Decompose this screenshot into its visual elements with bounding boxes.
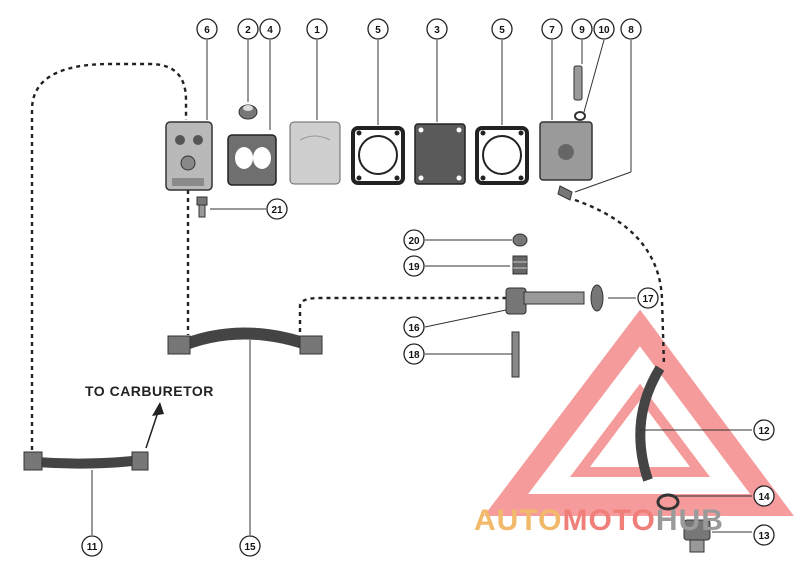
callout-16: 16	[403, 316, 425, 338]
check-valve-part-2	[238, 104, 258, 120]
svg-text:15: 15	[244, 542, 256, 553]
svg-text:5: 5	[375, 25, 381, 36]
svg-text:20: 20	[408, 236, 420, 247]
callout-7: 7	[541, 18, 563, 40]
svg-text:3: 3	[434, 25, 440, 36]
svg-text:9: 9	[579, 25, 585, 36]
callout-21: 21	[266, 198, 288, 220]
watermark-text: AUTOMOTOHUB	[474, 504, 724, 537]
callout-3: 3	[426, 18, 448, 40]
svg-text:19: 19	[408, 262, 420, 273]
fitting-part-8	[557, 185, 573, 201]
lever-part-16	[505, 287, 585, 315]
callout-4: 4	[259, 18, 281, 40]
svg-text:4: 4	[267, 25, 273, 36]
svg-text:2: 2	[245, 25, 251, 36]
svg-text:7: 7	[549, 25, 555, 36]
fitting-part-13	[683, 519, 711, 553]
callout-12: 12	[753, 419, 775, 441]
callout-11: 11	[81, 535, 103, 557]
callout-17: 17	[637, 287, 659, 309]
to-carburetor-caption: TO CARBURETOR	[85, 383, 214, 399]
gasket-part-4	[227, 134, 277, 186]
callout-10: 10	[593, 18, 615, 40]
pin-part-9	[573, 65, 583, 101]
callout-13: 13	[753, 524, 775, 546]
svg-text:6: 6	[204, 25, 210, 36]
svg-text:12: 12	[758, 426, 770, 437]
watermark-logo	[483, 309, 794, 516]
callout-20: 20	[403, 229, 425, 251]
callout-8: 8	[620, 18, 642, 40]
leader-lines	[91, 39, 752, 535]
diaphragm-gasket-part-5-left	[351, 126, 405, 185]
spring-part-19	[512, 255, 528, 275]
seal-part-17	[590, 284, 604, 312]
diaphragm-gasket-part-5-right	[475, 126, 529, 185]
svg-text:17: 17	[642, 294, 654, 305]
hose-routes	[30, 62, 666, 458]
svg-text:8: 8	[628, 25, 634, 36]
svg-text:14: 14	[758, 492, 770, 503]
svg-text:13: 13	[758, 531, 770, 542]
plate-part-1	[289, 121, 341, 185]
hose-part-15	[167, 327, 323, 355]
diaphragm-part-3	[414, 123, 466, 185]
svg-text:1: 1	[314, 25, 320, 36]
callout-19: 19	[403, 255, 425, 277]
carburetor-arrow	[145, 402, 164, 449]
svg-text:16: 16	[408, 323, 420, 334]
callout-9: 9	[571, 18, 593, 40]
callout-6: 6	[196, 18, 218, 40]
hose-part-11	[23, 451, 149, 471]
svg-text:18: 18	[408, 350, 420, 361]
svg-text:11: 11	[87, 542, 98, 553]
callout-2: 2	[237, 18, 259, 40]
callout-18: 18	[403, 343, 425, 365]
callout-5-right: 5	[491, 18, 513, 40]
svg-text:5: 5	[499, 25, 505, 36]
callout-1: 1	[306, 18, 328, 40]
callout-14: 14	[753, 485, 775, 507]
callout-15: 15	[239, 535, 261, 557]
svg-text:21: 21	[271, 205, 283, 216]
nut-part-20	[512, 233, 528, 247]
bolt-part-18	[511, 331, 520, 378]
washer-part-10	[574, 111, 586, 121]
hose-part-12	[635, 365, 665, 482]
pump-cover-part-6	[165, 121, 213, 191]
pump-body-part-7	[539, 121, 593, 181]
clamp-part-14	[656, 493, 680, 511]
svg-text:10: 10	[598, 25, 610, 36]
callout-5-left: 5	[367, 18, 389, 40]
screw-part-21	[196, 196, 208, 218]
